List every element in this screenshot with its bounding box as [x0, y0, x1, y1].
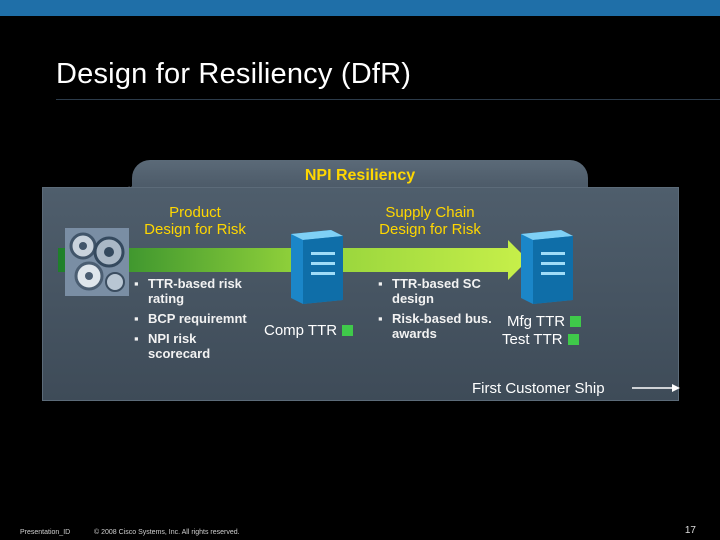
bullet-item: TTR-based SC design — [378, 276, 496, 306]
test-ttr: Test TTR — [502, 331, 579, 348]
status-square — [570, 316, 582, 327]
npi-resiliency-tab — [132, 160, 588, 192]
bullet-item: NPI risk scorecard — [134, 331, 262, 361]
gears-icon — [65, 228, 129, 296]
footer-copyright: © 2008 Cisco Systems, Inc. All rights re… — [94, 529, 240, 536]
ship-arrow-icon — [632, 384, 680, 392]
npi-resiliency-label: NPI Resiliency — [304, 167, 416, 184]
bullet-item: TTR-based risk rating — [134, 276, 262, 306]
product-bullets: TTR-based risk rating BCP requiremnt NPI… — [134, 276, 262, 366]
bullet-item: Risk-based bus. awards — [378, 311, 496, 341]
status-square — [342, 325, 354, 336]
mfg-ttr-label: Mfg TTR — [507, 313, 566, 330]
server-icon-2 — [521, 230, 573, 304]
product-design-heading: Product Design for Risk — [144, 204, 246, 238]
mfg-ttr: Mfg TTR — [507, 313, 582, 330]
supply-bullets: TTR-based SC design Risk-based bus. awar… — [378, 276, 496, 346]
status-square — [567, 334, 579, 345]
title-divider — [56, 99, 720, 100]
page-number: 17 — [684, 525, 696, 536]
bullet-item: BCP requiremnt — [134, 311, 262, 326]
comp-ttr-label: Comp TTR — [264, 322, 338, 339]
footer-presentation-id: Presentation_ID — [20, 529, 71, 536]
supply-chain-heading: Supply Chain Design for Risk — [379, 204, 481, 238]
slide-title: Design for Resiliency (DfR) — [56, 58, 412, 90]
comp-ttr: Comp TTR — [264, 322, 354, 339]
first-customer-ship: First Customer Ship — [472, 380, 605, 397]
top-accent-bar — [0, 0, 720, 16]
test-ttr-label: Test TTR — [502, 331, 563, 348]
server-icon — [291, 230, 343, 304]
